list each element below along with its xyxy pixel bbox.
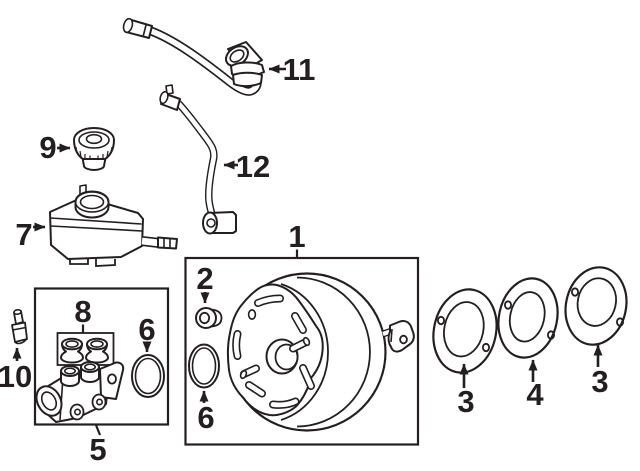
callout-11[interactable]: 11	[283, 52, 316, 87]
callout-4[interactable]: 4	[526, 377, 544, 412]
callout-5[interactable]: 5	[89, 432, 106, 467]
callout-12[interactable]: 12	[236, 149, 270, 184]
part-3-gasket-left	[432, 288, 498, 374]
part-7-fluid-reservoir	[49, 184, 178, 267]
callout-2[interactable]: 2	[196, 261, 213, 296]
part-2-grommet	[195, 307, 223, 329]
callout-6-kit[interactable]: 6	[138, 312, 155, 347]
callout-1[interactable]: 1	[288, 219, 305, 254]
part-3-gasket-right	[564, 266, 628, 346]
leader-tick-5	[94, 424, 102, 436]
part-6-oring-kit	[131, 354, 165, 398]
brake-booster	[226, 272, 415, 432]
part-10-bleeder-valve	[11, 308, 28, 345]
part-12-vacuum-pipe	[159, 84, 237, 235]
part-1-booster-box	[184, 256, 420, 446]
callout-7[interactable]: 7	[15, 217, 32, 252]
callout-10[interactable]: 10	[0, 359, 32, 394]
part-11-vacuum-hose	[122, 17, 265, 96]
part-4-gasket-middle	[497, 277, 559, 359]
callout-6-booster[interactable]: 6	[197, 400, 214, 435]
part-6-oring-booster	[188, 343, 220, 389]
callout-8[interactable]: 8	[74, 294, 91, 329]
callout-3-left[interactable]: 3	[457, 384, 474, 419]
part-5-kit-box	[33, 287, 170, 426]
callout-3-right[interactable]: 3	[591, 364, 608, 399]
part-8-grommets	[60, 337, 109, 364]
master-cylinder	[35, 361, 125, 423]
callout-9[interactable]: 9	[39, 130, 56, 165]
part-9-reservoir-cap	[73, 127, 115, 171]
